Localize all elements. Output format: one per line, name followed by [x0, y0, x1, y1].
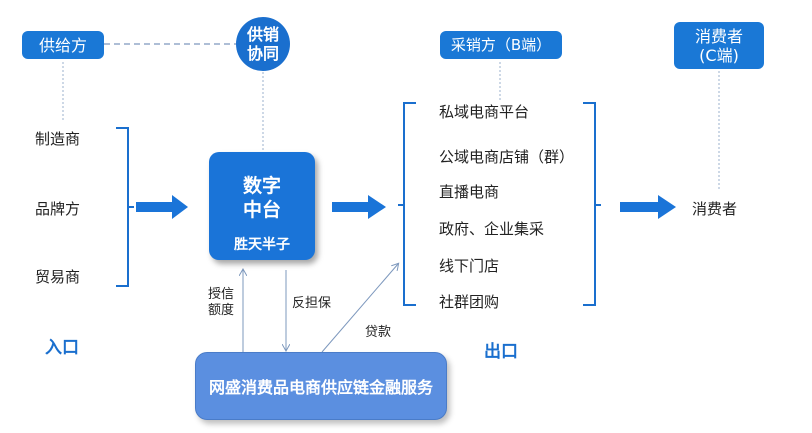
arrow-entry-hub: [136, 195, 188, 219]
arrow-channels-consumer: [620, 195, 676, 219]
collab-node: 供销 协同: [236, 17, 290, 71]
channels-bracket-right: [583, 102, 601, 306]
credit-label: 授信 额度: [208, 287, 234, 319]
finance-title: 网盛消费品电商供应链金融服务: [208, 378, 433, 397]
entry-item: 制造商: [35, 130, 81, 148]
hub-brand: 胜天半子: [234, 237, 290, 253]
channel-item: 直播电商: [439, 183, 500, 201]
credit-line1: 授信: [208, 287, 235, 302]
loan-label: 贷款: [365, 325, 392, 340]
supplier-label: 供给方: [38, 35, 87, 55]
channel-item: 线下门店: [439, 257, 500, 275]
credit-line2: 额度: [208, 303, 235, 318]
finance-service-box: 网盛消费品电商供应链金融服务: [195, 352, 447, 420]
consumer-line2: (C端): [699, 45, 739, 65]
hub-line1: 数字: [242, 175, 281, 197]
exit-label: 出口: [484, 342, 518, 362]
guarantee-label: 反担保: [292, 296, 332, 311]
arrow-hub-channels: [332, 195, 386, 219]
channel-item: 社群团购: [439, 293, 500, 311]
collab-line1: 供销: [246, 25, 279, 44]
collab-line2: 协同: [246, 44, 279, 63]
buyer-label: 采销方（B端）: [450, 35, 552, 54]
channel-item: 政府、企业集采: [439, 220, 545, 238]
channel-item: 私域电商平台: [439, 103, 530, 121]
consumer-line1: 消费者: [694, 26, 743, 46]
consumer-end: 消费者: [692, 200, 738, 218]
entry-bracket: [116, 127, 134, 287]
entry-label: 入口: [45, 338, 79, 358]
supplier-node: 供给方: [22, 31, 104, 59]
hub-line2: 中台: [242, 199, 281, 221]
entry-item: 贸易商: [35, 268, 81, 286]
loan-arrow: [321, 264, 398, 353]
entry-item: 品牌方: [35, 200, 81, 218]
buyer-node: 采销方（B端）: [440, 31, 562, 59]
consumer-node: 消费者 (C端): [674, 22, 764, 69]
digital-hub: 数字 中台 胜天半子: [209, 152, 315, 260]
channel-item: 公域电商店铺（群）: [439, 148, 575, 166]
channels-bracket-left: [398, 102, 416, 306]
